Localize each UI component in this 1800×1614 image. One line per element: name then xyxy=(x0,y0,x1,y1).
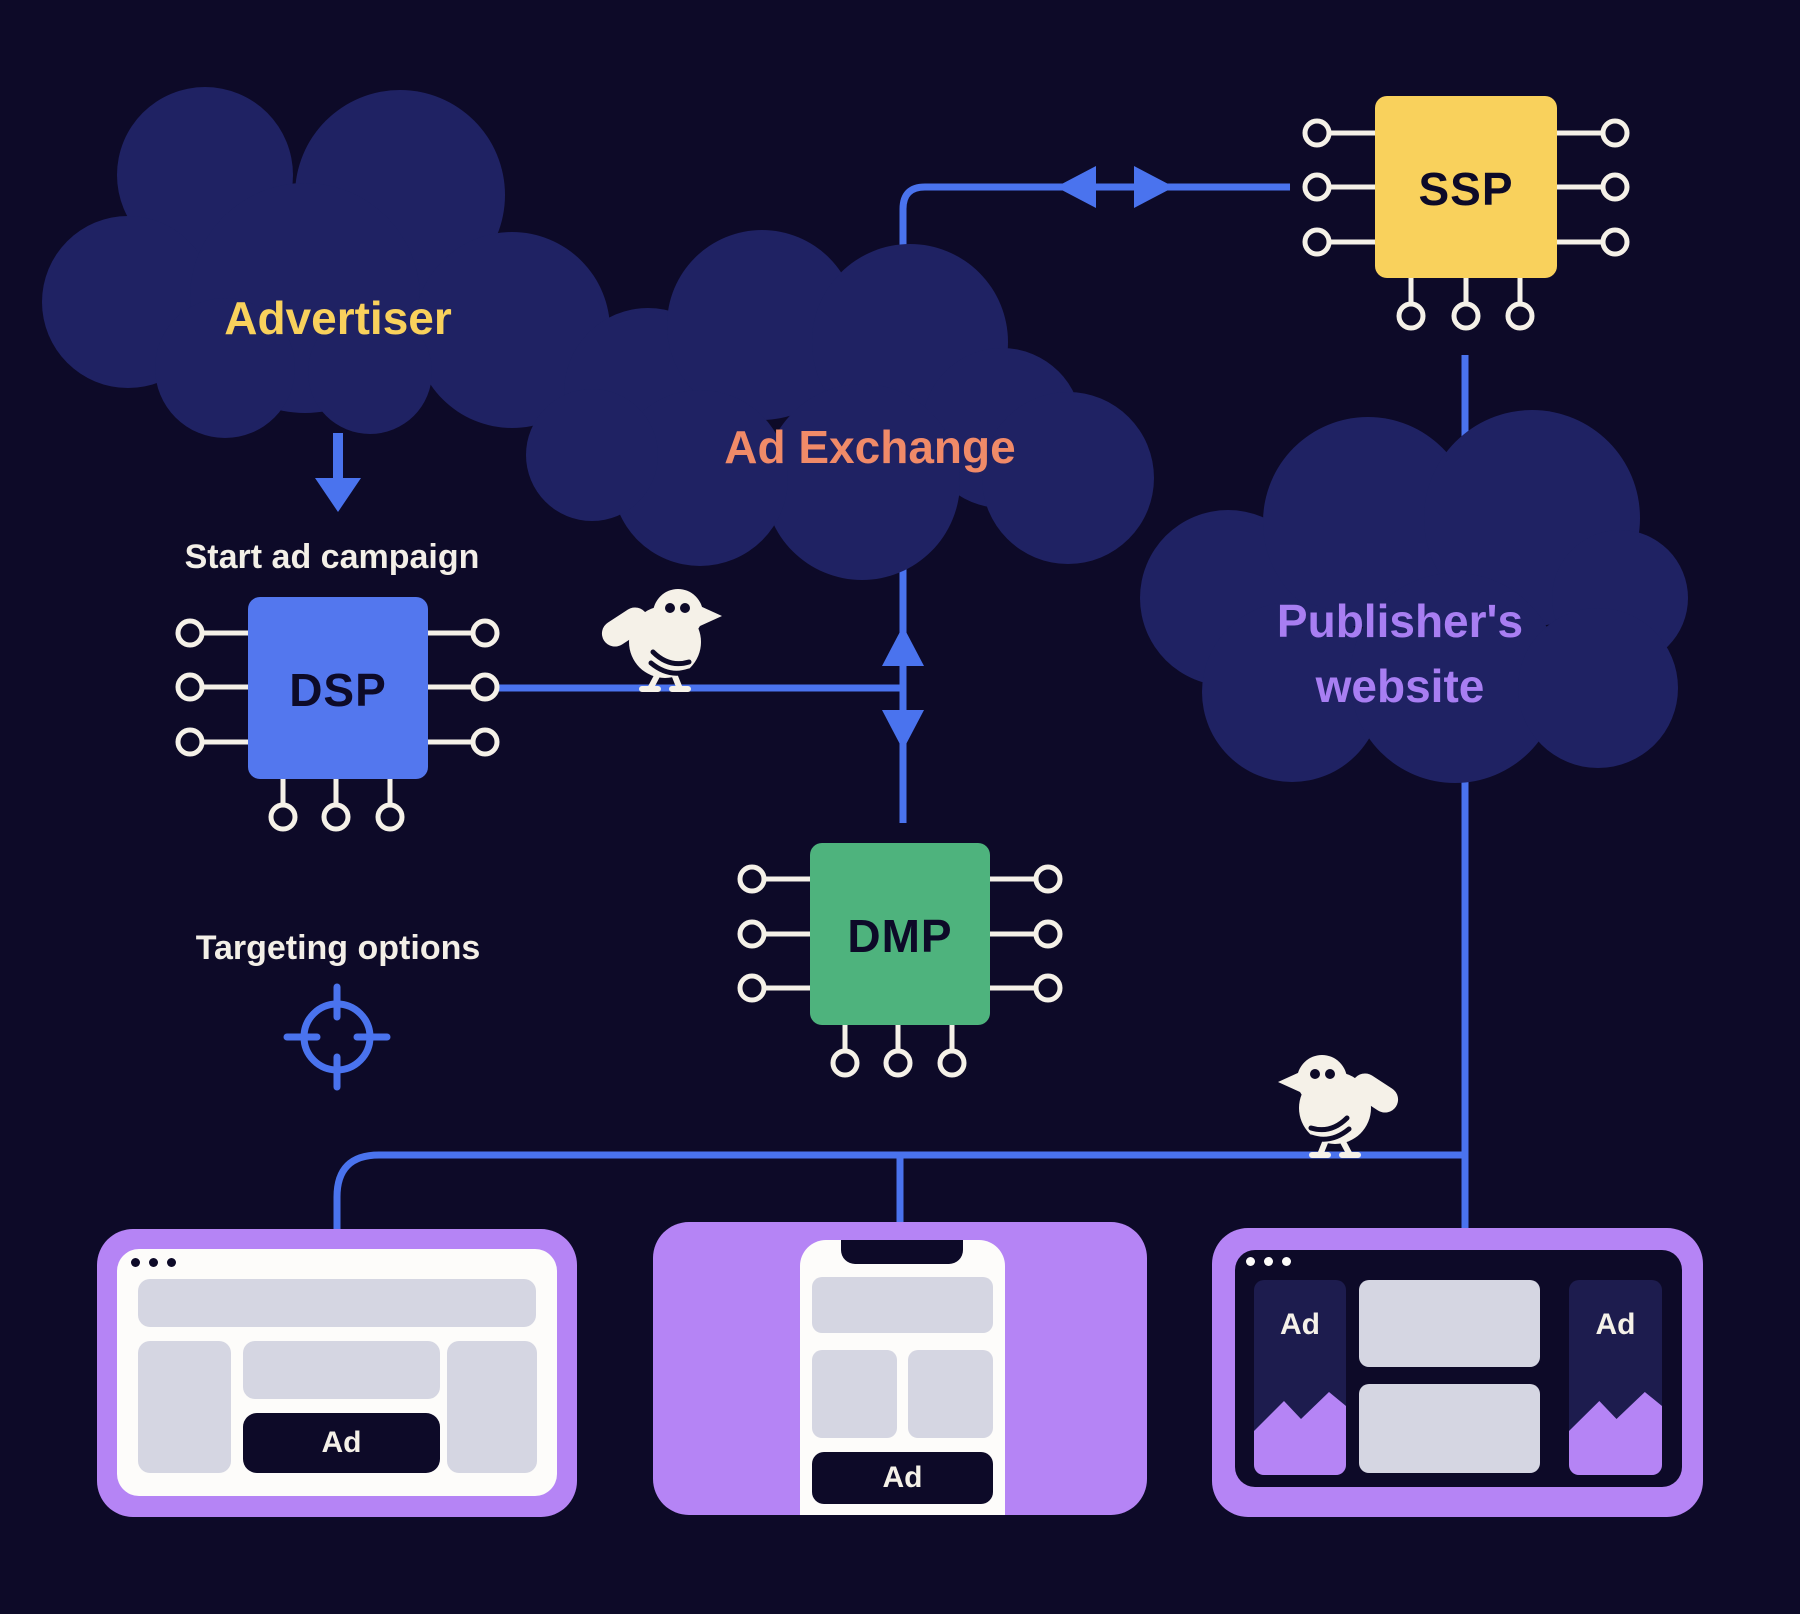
tablet-mockup: Ad Ad xyxy=(1212,1228,1703,1517)
dsp-chip-label: DSP xyxy=(289,664,387,716)
dsp-chip: DSP xyxy=(178,597,497,829)
mobile-phone-mockup: Ad xyxy=(653,1222,1147,1515)
right-arrowhead-icon xyxy=(1134,166,1174,208)
bird-icon xyxy=(597,589,722,689)
ssp-chip-label: SSP xyxy=(1418,163,1513,215)
browser-dots-icon xyxy=(131,1258,176,1267)
phone-notch-icon xyxy=(841,1240,963,1264)
publisher-label-line1: Publisher's xyxy=(1277,595,1523,647)
ad-badge-mobile: Ad xyxy=(812,1452,993,1504)
mountain-image-icon xyxy=(1569,1392,1662,1475)
ssp-chip: SSP xyxy=(1305,96,1627,328)
publisher-cloud xyxy=(1140,410,1688,783)
content-placeholder xyxy=(908,1350,993,1438)
up-arrowhead-icon xyxy=(882,626,924,666)
left-arrowhead-icon xyxy=(1056,166,1096,208)
targeting-options-label: Targeting options xyxy=(196,929,481,967)
adexchange-to-ssp-dmp-line xyxy=(899,183,1290,823)
ad-badge-tablet-left: Ad xyxy=(1280,1308,1320,1341)
ad-exchange-cloud xyxy=(526,230,1154,580)
ad-badge-tablet-right: Ad xyxy=(1595,1308,1636,1341)
ad-exchange-label: Ad Exchange xyxy=(724,421,1015,473)
content-placeholder xyxy=(1359,1384,1540,1473)
down-arrowhead-icon xyxy=(882,710,924,750)
content-placeholder xyxy=(138,1279,536,1327)
ad-card-right: Ad xyxy=(1569,1280,1662,1475)
content-placeholder xyxy=(812,1277,993,1333)
device-bus-lines xyxy=(333,1151,1465,1229)
desktop-browser-mockup: Ad xyxy=(97,1229,577,1517)
down-arrow-icon xyxy=(315,433,361,512)
ad-badge-desktop: Ad xyxy=(243,1413,440,1473)
browser-window: Ad xyxy=(117,1249,557,1496)
advertiser-label: Advertiser xyxy=(224,292,452,344)
content-placeholder xyxy=(138,1341,231,1473)
ad-card-left: Ad xyxy=(1254,1280,1346,1475)
content-placeholder xyxy=(1359,1280,1540,1367)
advertiser-cloud xyxy=(42,87,610,438)
dmp-chip-label: DMP xyxy=(847,910,952,962)
dmp-chip: DMP xyxy=(740,843,1060,1075)
content-placeholder xyxy=(447,1341,537,1473)
bird-icon xyxy=(1278,1055,1403,1155)
content-placeholder xyxy=(812,1350,897,1438)
start-campaign-label: Start ad campaign xyxy=(185,538,480,576)
targeting-crosshair-icon xyxy=(283,983,391,1091)
bus-line xyxy=(333,1151,1465,1229)
tablet-screen: Ad Ad xyxy=(1235,1250,1682,1487)
content-placeholder xyxy=(243,1341,440,1399)
publisher-label-line2: website xyxy=(1315,660,1485,712)
phone-screen: Ad xyxy=(800,1240,1005,1515)
browser-dots-icon xyxy=(1246,1257,1291,1266)
mountain-image-icon xyxy=(1254,1392,1346,1475)
